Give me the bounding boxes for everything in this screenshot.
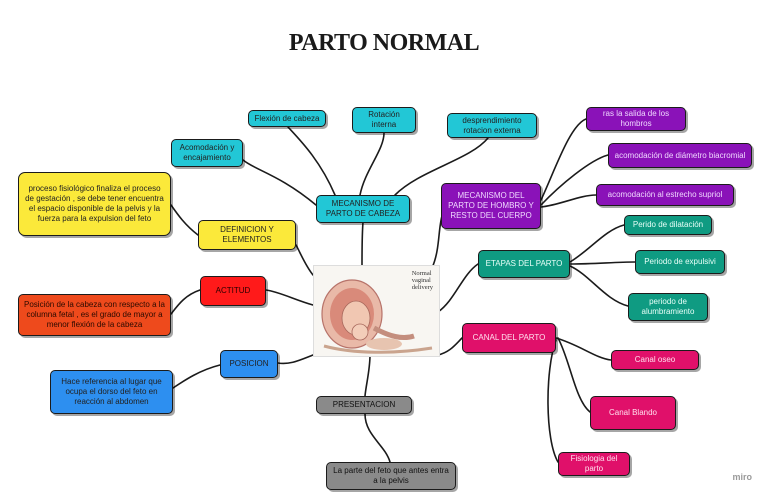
node-acomodacion-biacromial[interactable]: acomodación de diámetro biacromial [608, 143, 752, 168]
birth-illustration: Normal vaginal delivery [313, 265, 440, 357]
node-fisiologia[interactable]: Fisiologia del parto [558, 452, 630, 476]
link-posicion-text [172, 364, 221, 389]
link-actitud-text [170, 289, 201, 315]
page-title: PARTO NORMAL [288, 30, 480, 56]
node-periodo-alumbramiento[interactable]: periodo de alumbramiento [628, 293, 708, 321]
node-desprendimiento[interactable]: desprendimiento rotacion externa [447, 113, 537, 138]
node-presentacion-text[interactable]: La parte del feto que antes entra a la p… [326, 462, 456, 490]
link-etapas-dilatacion [569, 224, 625, 263]
link-cabeza-rotacion [359, 132, 385, 196]
node-canal-blando[interactable]: Canal Blando [590, 396, 676, 430]
link-etapas-alumbramiento [569, 265, 629, 307]
link-center-canal [437, 337, 463, 356]
node-mecanismo-hombro[interactable]: MECANISMO DEL PARTO DE HOMBRO Y RESTO DE… [441, 183, 541, 229]
node-periodo-expulsivo[interactable]: Periodo de expulsivi [635, 250, 725, 274]
link-center-presentacion [364, 354, 371, 397]
node-periodo-dilatacion[interactable]: Perido de dilatación [624, 215, 712, 235]
node-acomodacion-estrecho[interactable]: acomodación al estrecho supriol [596, 184, 734, 206]
birth-illustration-drawing [321, 279, 433, 354]
miro-watermark: miro [732, 472, 752, 482]
node-mecanismo-cabeza[interactable]: MECANISMO DE PARTO DE CABEZA [316, 195, 410, 223]
node-definicion[interactable]: DEFINICION Y ELEMENTOS [198, 220, 296, 250]
link-canal-oseo [555, 337, 612, 361]
illustration-caption: Normal vaginal delivery [411, 270, 433, 292]
link-hombro-estrecho [540, 194, 597, 208]
link-cabeza-acomodacion [242, 159, 317, 206]
link-center-mecanismo-cabeza [361, 221, 364, 266]
node-posicion-text[interactable]: Hace referencia al lugar que ocupa el do… [50, 370, 173, 414]
node-posicion[interactable]: POSICION [220, 350, 278, 378]
link-cabeza-desprendimiento [394, 137, 489, 196]
node-canal-oseo[interactable]: Canal oseo [611, 350, 699, 370]
link-definicion-text [170, 204, 199, 236]
node-definicion-text[interactable]: proceso fisiológico finaliza el proceso … [18, 172, 171, 236]
node-rotacion-interna[interactable]: Rotación interna [352, 107, 416, 133]
node-canal[interactable]: CANAL DEL PARTO [462, 323, 556, 353]
link-center-definicion [295, 244, 314, 276]
link-hombro-biacromial [540, 154, 609, 206]
link-canal-fisiologia [547, 339, 559, 463]
link-presentacion-text [364, 413, 391, 463]
node-actitud-text[interactable]: Posición de la cabeza con respecto a la … [18, 294, 171, 336]
node-acomodacion-encajamiento[interactable]: Acomodación y encajamiento [171, 139, 243, 167]
node-presentacion[interactable]: PRESENTACION [316, 396, 412, 414]
node-salida-hombros[interactable]: ras la salida de los hombros [586, 107, 686, 131]
node-flexion-cabeza[interactable]: Flexión de cabeza [248, 110, 326, 127]
link-canal-blando [557, 337, 591, 413]
link-center-posicion [277, 354, 314, 365]
node-actitud[interactable]: ACTITUD [200, 276, 266, 306]
link-center-etapas [437, 263, 479, 313]
link-hombro-salida [540, 118, 587, 201]
link-etapas-expulsivo [569, 261, 636, 265]
link-cabeza-flexion [287, 126, 336, 196]
node-etapas[interactable]: ETAPAS DEL PARTO [478, 250, 570, 278]
link-center-actitud [265, 289, 314, 306]
